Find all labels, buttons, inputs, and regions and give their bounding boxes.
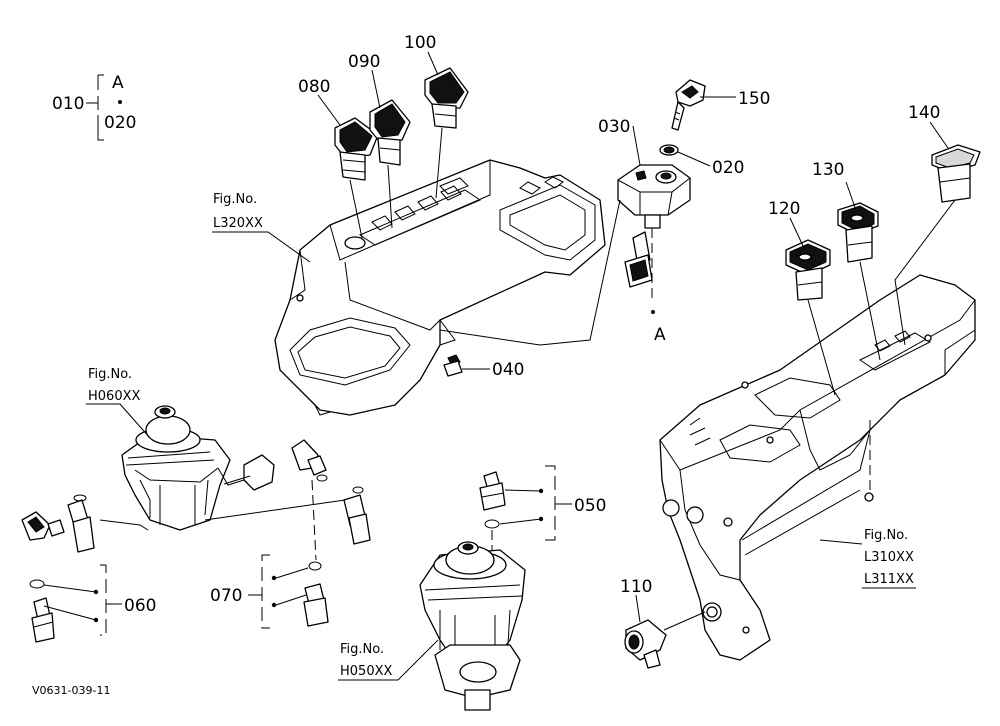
callout-040: 040 — [492, 360, 524, 380]
callout-070: 070 — [210, 586, 242, 606]
callout-130: 130 — [812, 160, 844, 180]
fitting-060 — [29, 579, 55, 643]
ignition-key-150 — [671, 79, 706, 131]
key-switch-030 — [617, 164, 691, 229]
fig-ref-panel-no: L320XX — [213, 216, 263, 231]
callout-010: 010 — [52, 94, 84, 114]
callout-150: 150 — [738, 89, 770, 109]
callout-050: 050 — [574, 496, 606, 516]
fig-ref-lever-r-label: Fig.No. — [88, 367, 132, 382]
screw-040 — [443, 354, 463, 377]
figure-code: V0631-039-11 — [32, 684, 110, 697]
nut-020 — [659, 144, 679, 156]
switch-090 — [369, 99, 411, 166]
fig-ref-console-label: Fig.No. — [864, 528, 908, 543]
key-connector — [624, 231, 653, 288]
switch-130 — [837, 202, 879, 263]
callout-030: 030 — [598, 117, 630, 137]
control-lever-left — [419, 541, 526, 711]
fig-ref-console-no-1: L310XX — [864, 550, 914, 565]
fitting-070 — [303, 561, 329, 627]
callout-060: 060 — [124, 596, 156, 616]
control-lever-right — [121, 405, 275, 531]
switch-140 — [931, 144, 981, 203]
switch-100 — [424, 67, 469, 129]
fig-ref-panel-label: Fig.No. — [213, 192, 257, 207]
fig-ref-lever-r-no: H060XX — [88, 389, 140, 404]
fig-ref-console-no-2: L311XX — [864, 572, 914, 587]
fig-ref-lever-l-no: H050XX — [340, 664, 392, 679]
key-connector-ref-a: A — [654, 325, 666, 345]
hose-fitting-right — [21, 439, 371, 553]
callout-090: 090 — [348, 52, 380, 72]
callout-080: 080 — [298, 77, 330, 97]
callout-140: 140 — [908, 103, 940, 123]
fig-ref-lever-l-label: Fig.No. — [340, 642, 384, 657]
callout-100: 100 — [404, 33, 436, 53]
group-010-bracket — [86, 74, 122, 141]
switch-120 — [785, 239, 831, 301]
callout-120: 120 — [768, 199, 800, 219]
right-console — [659, 274, 976, 661]
callout-110: 110 — [620, 577, 652, 597]
fitting-050 — [479, 471, 506, 529]
switch-080 — [334, 117, 379, 181]
power-socket-110 — [624, 619, 667, 669]
left-control-panel — [274, 159, 606, 416]
group-letter-a: A — [112, 73, 124, 93]
callout-020: 020 — [712, 158, 744, 178]
callout-020-group: 020 — [104, 113, 136, 133]
